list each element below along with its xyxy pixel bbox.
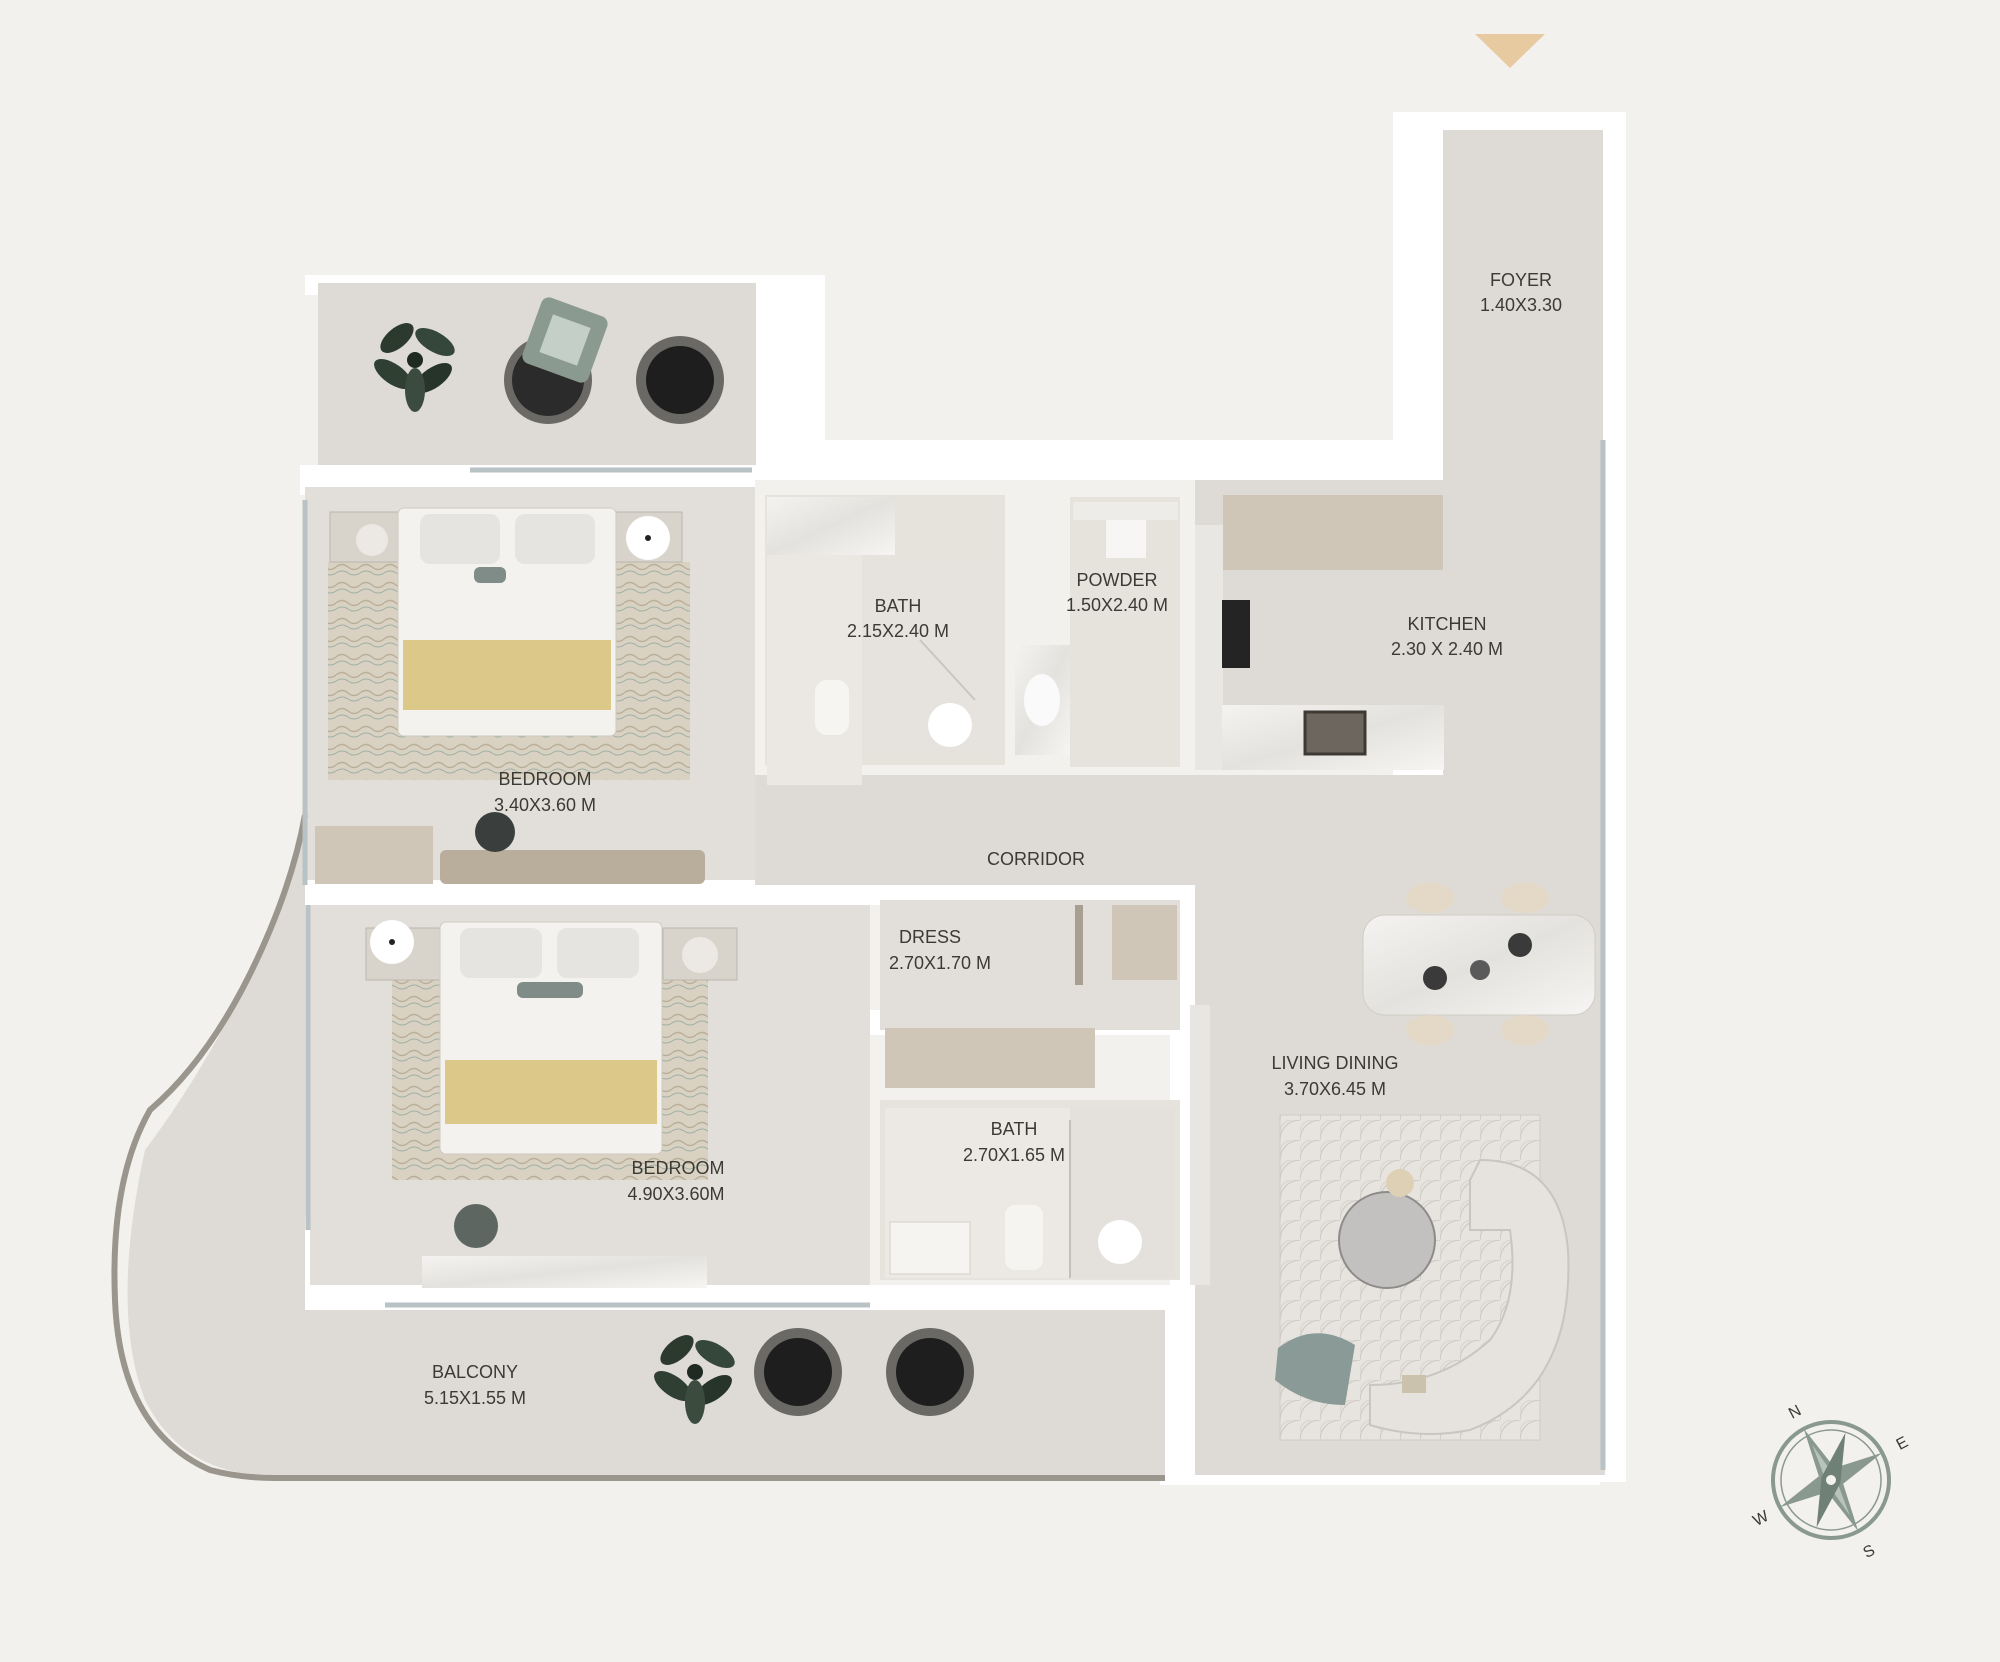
dining-chair (1406, 883, 1454, 913)
dress-name: DRESS (899, 927, 961, 947)
balcony-name: BALCONY (432, 1362, 518, 1382)
dress-fixtures (885, 905, 1177, 1088)
compass-w: W (1750, 1507, 1772, 1530)
powder-fixtures (1015, 502, 1178, 755)
entry-marker (1475, 34, 1545, 68)
plant (654, 1335, 735, 1424)
bedroom-2-furniture (365, 920, 738, 1288)
bedroom-1-furniture (315, 507, 705, 884)
washbasin (928, 703, 972, 747)
washbasin (1098, 1220, 1142, 1264)
bedroom-1-name: BEDROOM (498, 769, 591, 789)
compass-e: E (1894, 1434, 1911, 1454)
bath-1-size: 2.15X2.40 M (847, 621, 949, 641)
powder-size: 1.50X2.40 M (1066, 595, 1168, 615)
compass-ring (1771, 1420, 1891, 1540)
bath-1-fixtures (767, 497, 1002, 785)
bedspread (403, 640, 611, 710)
bedroom-1-size: 3.40X3.60 M (494, 795, 596, 815)
stool (454, 1204, 498, 1248)
bath-2-fixtures (885, 1108, 1175, 1278)
dresser (422, 1256, 707, 1288)
bath-1-name: BATH (875, 596, 922, 616)
powder-name: POWDER (1077, 570, 1158, 590)
room-labels: FOYER 1.40X3.30 KITCHEN 2.30 X 2.40 M BA… (424, 270, 1562, 1408)
bedspread (445, 1060, 657, 1124)
sofa (1369, 1158, 1570, 1435)
toilet (1005, 1205, 1043, 1270)
compass: N E S W (1750, 1402, 1911, 1562)
toilet (815, 680, 849, 735)
armchair (1275, 1333, 1355, 1405)
living-dining-size: 3.70X6.45 M (1284, 1079, 1386, 1099)
bedroom-2-name: BEDROOM (631, 1158, 724, 1178)
dress-size: 2.70X1.70 M (889, 953, 991, 973)
kitchen-cabinets (1223, 495, 1443, 570)
compass-n: N (1786, 1402, 1804, 1422)
cooktop (1222, 600, 1250, 668)
sink (1303, 710, 1367, 756)
desk (440, 850, 705, 884)
compass-s: S (1861, 1542, 1878, 1562)
terrace-furniture (374, 297, 724, 424)
bedroom-2-size: 4.90X3.60M (627, 1184, 724, 1204)
foyer-size: 1.40X3.30 (1480, 295, 1562, 315)
dining-chair (1406, 1015, 1454, 1045)
bathtub (889, 1221, 971, 1275)
kitchen-size: 2.30 X 2.40 M (1391, 639, 1503, 659)
bath-2-name: BATH (991, 1119, 1038, 1139)
foyer-name: FOYER (1490, 270, 1552, 290)
lounge-chair (636, 336, 724, 424)
balcony-size: 5.15X1.55 M (424, 1388, 526, 1408)
living-dining-furniture (1190, 883, 1596, 1441)
dining-chair (1501, 883, 1549, 913)
balcony-railing (111, 814, 1165, 1481)
living-dining-name: LIVING DINING (1271, 1053, 1398, 1073)
corridor-name: CORRIDOR (987, 849, 1085, 869)
glazing (302, 440, 1606, 1470)
balcony-furniture (654, 1328, 974, 1424)
lounge-chair (886, 1328, 974, 1416)
lounge-chair (754, 1328, 842, 1416)
dining-chair (1501, 1015, 1549, 1045)
balcony-floor (127, 815, 1165, 1475)
bath-2-size: 2.70X1.65 M (963, 1145, 1065, 1165)
coffee-table (1338, 1191, 1436, 1289)
kitchen-fixtures (1195, 495, 1444, 770)
kitchen-name: KITCHEN (1407, 614, 1486, 634)
corridor-floor (755, 775, 1605, 885)
stool (475, 812, 515, 852)
plant (374, 323, 455, 412)
